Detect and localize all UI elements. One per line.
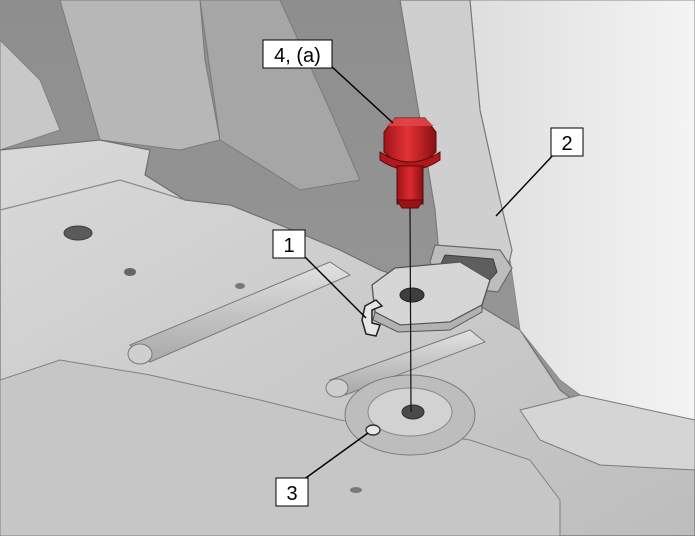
callout-2-label: 2: [561, 133, 572, 155]
bracket-hole: [399, 287, 425, 303]
callout-4-label: 4, (a): [274, 45, 321, 67]
floor-hole-2: [124, 268, 136, 276]
bolt-flange: [379, 151, 441, 171]
alignment-line: [409, 204, 412, 413]
floor-hole-3: [235, 283, 245, 289]
floor-hole-1: [63, 225, 93, 241]
bolt: [379, 117, 441, 209]
leader-line-4: [330, 65, 394, 124]
rib-left-end: [127, 343, 153, 365]
leader-line-1: [303, 255, 367, 319]
callout-1-label: 1: [283, 235, 294, 257]
callout-4-box: [262, 39, 333, 69]
callout-1-box: [272, 229, 306, 259]
upper-mid-structure: [199, 0, 361, 191]
callout-3-box: [275, 477, 309, 507]
lower-right-rail: [519, 394, 695, 471]
bolt-hole: [401, 404, 425, 420]
callout-3: 3: [275, 477, 309, 507]
bolt-head-top: [386, 118, 434, 126]
leader-line-3: [302, 432, 369, 481]
floor-hole-4: [350, 487, 362, 493]
bracket-plate-edge: [372, 304, 483, 333]
callout-2: 2: [550, 127, 584, 157]
locator-hole: [365, 424, 381, 436]
bolt-tip: [396, 199, 424, 209]
panel-edge: [0, 179, 186, 211]
callout-3-label: 3: [286, 483, 297, 505]
upper-left-ledge: [0, 39, 61, 151]
rib-right-end: [325, 378, 349, 398]
bracket-hook: [361, 299, 384, 337]
bolt-shank: [396, 165, 424, 205]
lower-recess: [0, 359, 561, 536]
callout-4: 4, (a): [262, 39, 333, 69]
callout-2-box: [550, 127, 584, 157]
callout-1: 1: [272, 229, 306, 259]
leader-line-2: [495, 151, 557, 217]
